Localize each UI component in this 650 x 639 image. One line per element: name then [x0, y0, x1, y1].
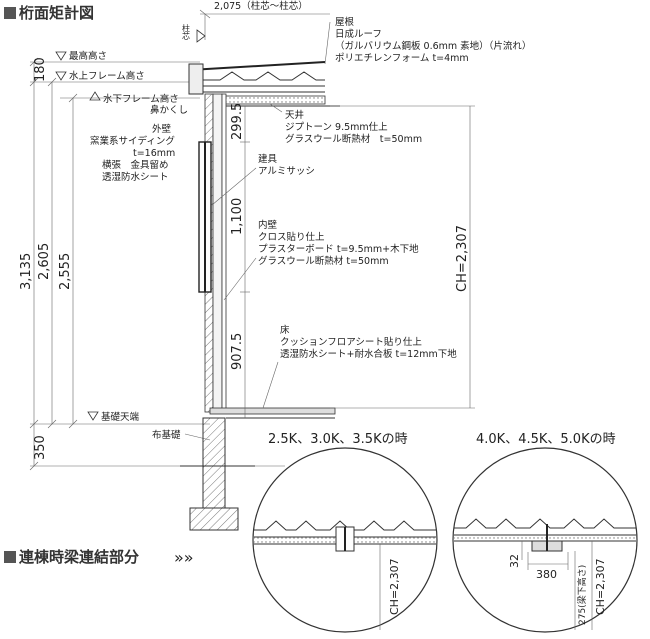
inner-wall-line-4: グラスウール断熱材 t=50mm — [258, 255, 389, 267]
dim-ch-main: CH=2,307 — [455, 225, 470, 292]
detail-circle-left — [252, 447, 438, 633]
roof-line-3: （ガルバリウム鋼板 0.6mm 素地）（片流れ） — [335, 40, 531, 52]
section-title-joint: 連棟時梁連結部分 — [19, 548, 139, 566]
outer-wall-line-3: t=16mm — [133, 148, 175, 159]
wall-section — [180, 61, 340, 531]
label-nose: 鼻かくし — [150, 104, 188, 116]
outer-wall-line-1: 外壁 — [152, 123, 172, 135]
section-title-main: 桁面矩計図 — [19, 4, 94, 22]
dim-299: 299.5 — [230, 103, 245, 140]
outer-wall-note: 外壁 窯業系サイディング t=16mm 横張 金具留め 透湿防水シート — [90, 123, 175, 183]
detail-left-title: 2.5K、3.0K、3.5Kの時 — [268, 432, 408, 447]
ceiling-line-2: ジプトーン 9.5mm仕上 — [285, 121, 388, 133]
detail-left-ch: CH=2,307 — [388, 558, 401, 615]
ceiling-note: 天井 ジプトーン 9.5mm仕上 グラスウール断熱材 t=50mm — [269, 103, 422, 145]
inner-wall-line-3: プラスターボード t=9.5mm+木下地 — [258, 243, 419, 255]
dim-3135: 3,135 — [19, 253, 34, 290]
outer-wall-line-5: 透湿防水シート — [102, 171, 169, 183]
level-marker-lower-frame — [89, 91, 101, 101]
inner-wall-line-2: クロス貼り仕上 — [258, 231, 325, 243]
dim-2555: 2,555 — [58, 253, 73, 290]
roof-line-1: 屋根 — [335, 16, 355, 28]
level-marker-highest — [55, 51, 67, 61]
level-marker-foundation — [87, 411, 99, 421]
detail-circle-right — [452, 447, 638, 633]
dim-1100: 1,100 — [230, 198, 245, 235]
detail-right-dim-32: 32 — [508, 554, 521, 568]
window-line-1: 建具 — [258, 153, 278, 165]
top-dimension-label: 2,075（柱芯～柱芯） — [214, 0, 308, 12]
roof-note: 屋根 日成ルーフ （ガルバリウム鋼板 0.6mm 素地）（片流れ） ポリエチレン… — [324, 16, 531, 65]
heading-bullet — [4, 7, 16, 19]
detail-right-dim-275: 275(梁下高さ) — [576, 565, 588, 625]
dim-907: 907.5 — [230, 333, 245, 370]
detail-right-ch: CH=2,307 — [594, 558, 607, 615]
label-foundation: 布基礎 — [152, 429, 181, 441]
ceiling-line-1: 天井 — [285, 109, 304, 121]
floor-note: 床 クッションフロアシート貼り仕上 透湿防水シート+耐水合板 t=12mm下地 — [262, 324, 457, 409]
floor-line-1: 床 — [280, 324, 290, 336]
dim-2605: 2,605 — [37, 243, 52, 280]
heading-bullet-2 — [4, 551, 16, 563]
outer-wall-line-4: 横張 金具留め — [102, 159, 169, 171]
dim-350: 350 — [33, 435, 48, 460]
dim-180: 180 — [33, 57, 48, 82]
vertical-dimension-lines — [29, 57, 78, 471]
detail-right-title: 4.0K、4.5K、5.0Kの時 — [476, 432, 616, 447]
inner-wall-note: 内壁 クロス貼り仕上 プラスターボード t=9.5mm+木下地 グラスウール断熱… — [223, 219, 419, 301]
interior-dimension-lines — [240, 105, 475, 418]
label-foundation-top: 基礎天端 — [101, 411, 140, 423]
roof-line-4: ポリエチレンフォーム t=4mm — [335, 53, 469, 64]
label-lower-frame: 水下フレーム高さ — [103, 93, 179, 105]
detail-right-dim-380: 380 — [536, 568, 557, 581]
level-marker-upper-frame — [55, 71, 67, 81]
outer-wall-line-2: 窯業系サイディング — [90, 135, 175, 147]
floor-line-3: 透湿防水シート+耐水合板 t=12mm下地 — [280, 348, 457, 360]
window-note: 建具 アルミサッシ — [211, 153, 315, 206]
top-dimension: 2,075（柱芯～柱芯） 柱芯 — [182, 0, 330, 43]
pillar-center-label: 柱芯 — [182, 23, 191, 40]
roof-line-2: 日成ルーフ — [335, 28, 382, 40]
section-arrows: »» — [174, 548, 194, 567]
ceiling-line-3: グラスウール断熱材 t=50mm — [285, 133, 422, 145]
label-highest: 最高高さ — [69, 50, 107, 62]
window-line-2: アルミサッシ — [258, 166, 315, 177]
label-upper-frame: 水上フレーム高さ — [69, 70, 145, 82]
floor-line-2: クッションフロアシート貼り仕上 — [280, 336, 422, 348]
inner-wall-line-1: 内壁 — [258, 219, 278, 231]
